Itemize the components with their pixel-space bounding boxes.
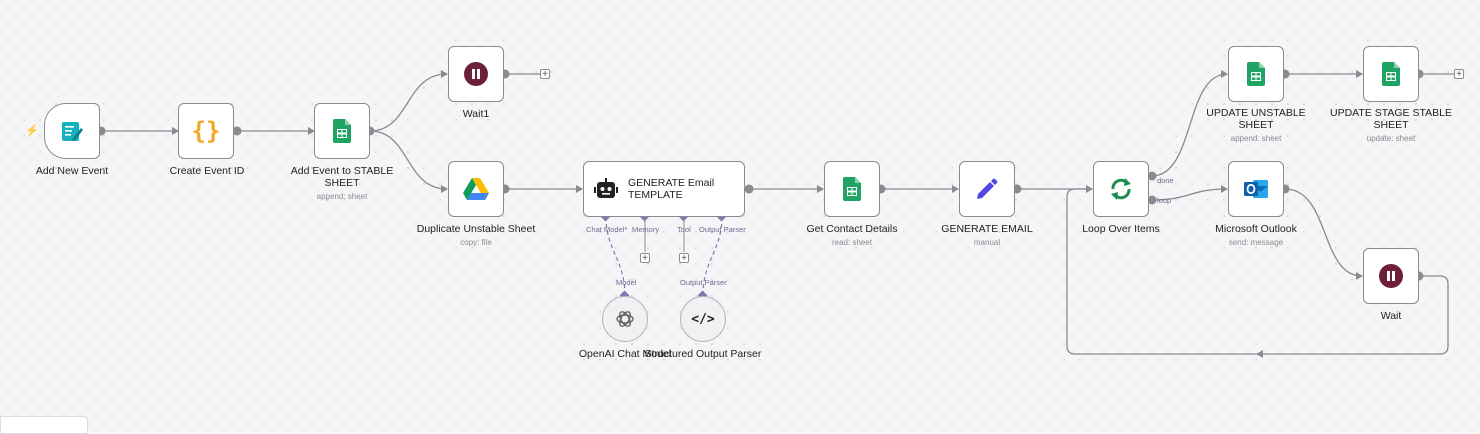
google-sheets-icon xyxy=(1382,62,1400,86)
node-update-stage-stable[interactable] xyxy=(1363,46,1419,102)
outlook-icon xyxy=(1244,180,1268,198)
node-label: Wait xyxy=(1380,310,1402,322)
google-sheets-icon xyxy=(333,119,351,143)
node-label: OpenAI Chat Model xyxy=(578,348,672,360)
loop-icon xyxy=(1111,178,1131,200)
port-chat-model: Chat Model* xyxy=(586,225,628,234)
node-label: Duplicate Unstable Sheet xyxy=(416,223,536,235)
google-drive-icon xyxy=(463,177,489,200)
code-braces-icon: {} xyxy=(191,117,221,145)
connection-line xyxy=(369,73,448,132)
pencil-icon xyxy=(977,178,998,199)
port-loop: loop xyxy=(1157,196,1172,205)
add-node-button[interactable]: + xyxy=(1454,69,1464,80)
node-add-event-stable[interactable] xyxy=(314,103,370,159)
node-add-new-event[interactable] xyxy=(44,103,100,159)
node-label: Structured Output Parser xyxy=(644,348,762,360)
node-create-event-id[interactable]: {} xyxy=(178,103,234,159)
add-memory-button[interactable]: + xyxy=(640,253,650,264)
code-tag-icon: </> xyxy=(691,311,715,327)
node-openai-model[interactable] xyxy=(602,296,648,342)
openai-icon xyxy=(616,311,634,327)
node-subtitle: send: message xyxy=(1228,238,1284,247)
node-label: UPDATE UNSTABLE SHEET xyxy=(1206,107,1306,131)
node-label: Add Event to STABLE SHEET xyxy=(290,165,394,189)
node-label: Create Event ID xyxy=(169,165,245,177)
robot-icon xyxy=(594,178,618,198)
node-label: Get Contact Details xyxy=(806,223,898,235)
connection-line xyxy=(1151,73,1228,177)
port-tool: Tool xyxy=(677,225,691,234)
add-node-button[interactable]: + xyxy=(540,69,550,80)
node-label: Add New Event xyxy=(35,165,109,177)
google-sheets-icon xyxy=(1247,62,1265,86)
trigger-bolt-icon: ⚡ xyxy=(25,125,39,137)
node-update-unstable[interactable] xyxy=(1228,46,1284,102)
node-loop-items[interactable] xyxy=(1093,161,1149,217)
connection-line xyxy=(1284,188,1363,277)
node-label: Wait1 xyxy=(462,108,490,120)
node-subtitle: append: sheet xyxy=(316,192,368,201)
node-label: UPDATE STAGE STABLE SHEET xyxy=(1330,107,1452,131)
node-label: Loop Over Items xyxy=(1082,223,1160,235)
add-tool-button[interactable]: + xyxy=(679,253,689,264)
node-generate-email[interactable] xyxy=(959,161,1015,217)
pause-icon xyxy=(1379,264,1403,288)
node-wait1[interactable] xyxy=(448,46,504,102)
bottom-left-panel xyxy=(0,416,88,434)
node-label: GENERATE Email TEMPLATE xyxy=(628,177,715,201)
connection-line xyxy=(1151,188,1228,201)
node-generate-template[interactable]: GENERATE Email TEMPLATE xyxy=(583,161,745,217)
port-parser-input: Output Parser xyxy=(680,278,727,287)
node-wait[interactable] xyxy=(1363,248,1419,304)
node-label: Microsoft Outlook xyxy=(1215,223,1297,235)
port-memory: Memory xyxy=(632,225,660,234)
connection-line xyxy=(369,130,448,190)
port-model-input: Model xyxy=(616,278,637,287)
google-sheets-icon xyxy=(843,177,861,201)
node-get-contact[interactable] xyxy=(824,161,880,217)
node-subtitle: copy: file xyxy=(460,238,492,247)
node-subtitle: append: sheet xyxy=(1230,134,1282,143)
pause-icon xyxy=(464,62,488,86)
node-outlook[interactable] xyxy=(1228,161,1284,217)
node-label: GENERATE EMAIL xyxy=(941,223,1033,235)
port-done: done xyxy=(1157,176,1174,185)
node-duplicate-unstable[interactable] xyxy=(448,161,504,217)
form-trigger-icon xyxy=(62,122,83,141)
node-output-parser[interactable]: </> xyxy=(680,296,726,342)
port-output-parser: Output Parser xyxy=(699,225,746,234)
node-subtitle: read: sheet xyxy=(831,238,873,247)
node-subtitle: manual xyxy=(973,238,1001,247)
node-subtitle: update: sheet xyxy=(1366,134,1416,143)
